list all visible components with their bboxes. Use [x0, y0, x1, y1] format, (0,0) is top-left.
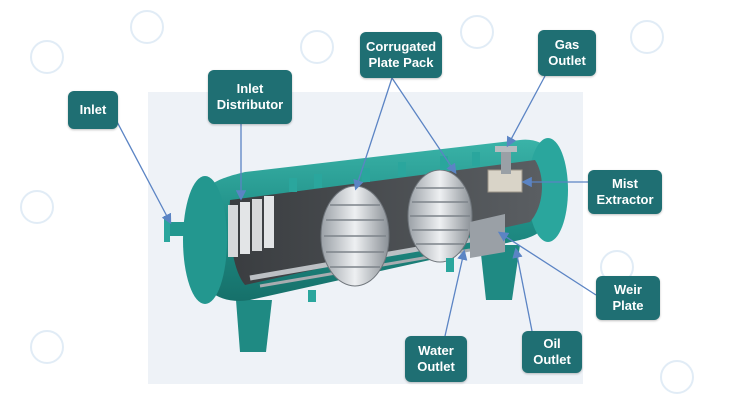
watermark-logo — [630, 20, 664, 54]
arrow-inlet — [114, 117, 172, 225]
arrow-weir-plate — [497, 231, 597, 296]
watermark-logo — [660, 360, 694, 394]
arrow-plate-pack-2 — [391, 77, 457, 175]
leader-arrows — [114, 75, 597, 337]
bottom-nozzle — [446, 258, 454, 272]
arrow-plate-pack-1 — [353, 77, 393, 191]
gas-outlet-nozzle — [495, 146, 517, 174]
weir-plate-part — [470, 214, 505, 258]
watermark-logo — [460, 15, 494, 49]
support-leg-right — [480, 245, 520, 300]
vessel-left-head — [183, 176, 227, 304]
watermark-logo — [20, 190, 54, 224]
arrow-gas-outlet — [506, 75, 546, 148]
watermark-logo — [130, 10, 164, 44]
watermark-logo — [300, 30, 334, 64]
support-leg-left — [236, 300, 272, 352]
arrow-water-outlet — [444, 249, 468, 337]
bottom-nozzle — [308, 290, 316, 302]
label-inlet: Inlet — [68, 91, 118, 129]
nozzles — [289, 152, 480, 192]
arrow-oil-outlet — [512, 247, 533, 332]
plate-pack-1 — [320, 185, 390, 287]
plate-pack-2 — [407, 169, 473, 263]
inlet-distributor-part — [228, 196, 274, 257]
watermark-logo — [30, 40, 64, 74]
watermark-logo — [30, 330, 64, 364]
vessel-right-head — [528, 138, 568, 242]
inlet-nozzle — [164, 216, 190, 242]
